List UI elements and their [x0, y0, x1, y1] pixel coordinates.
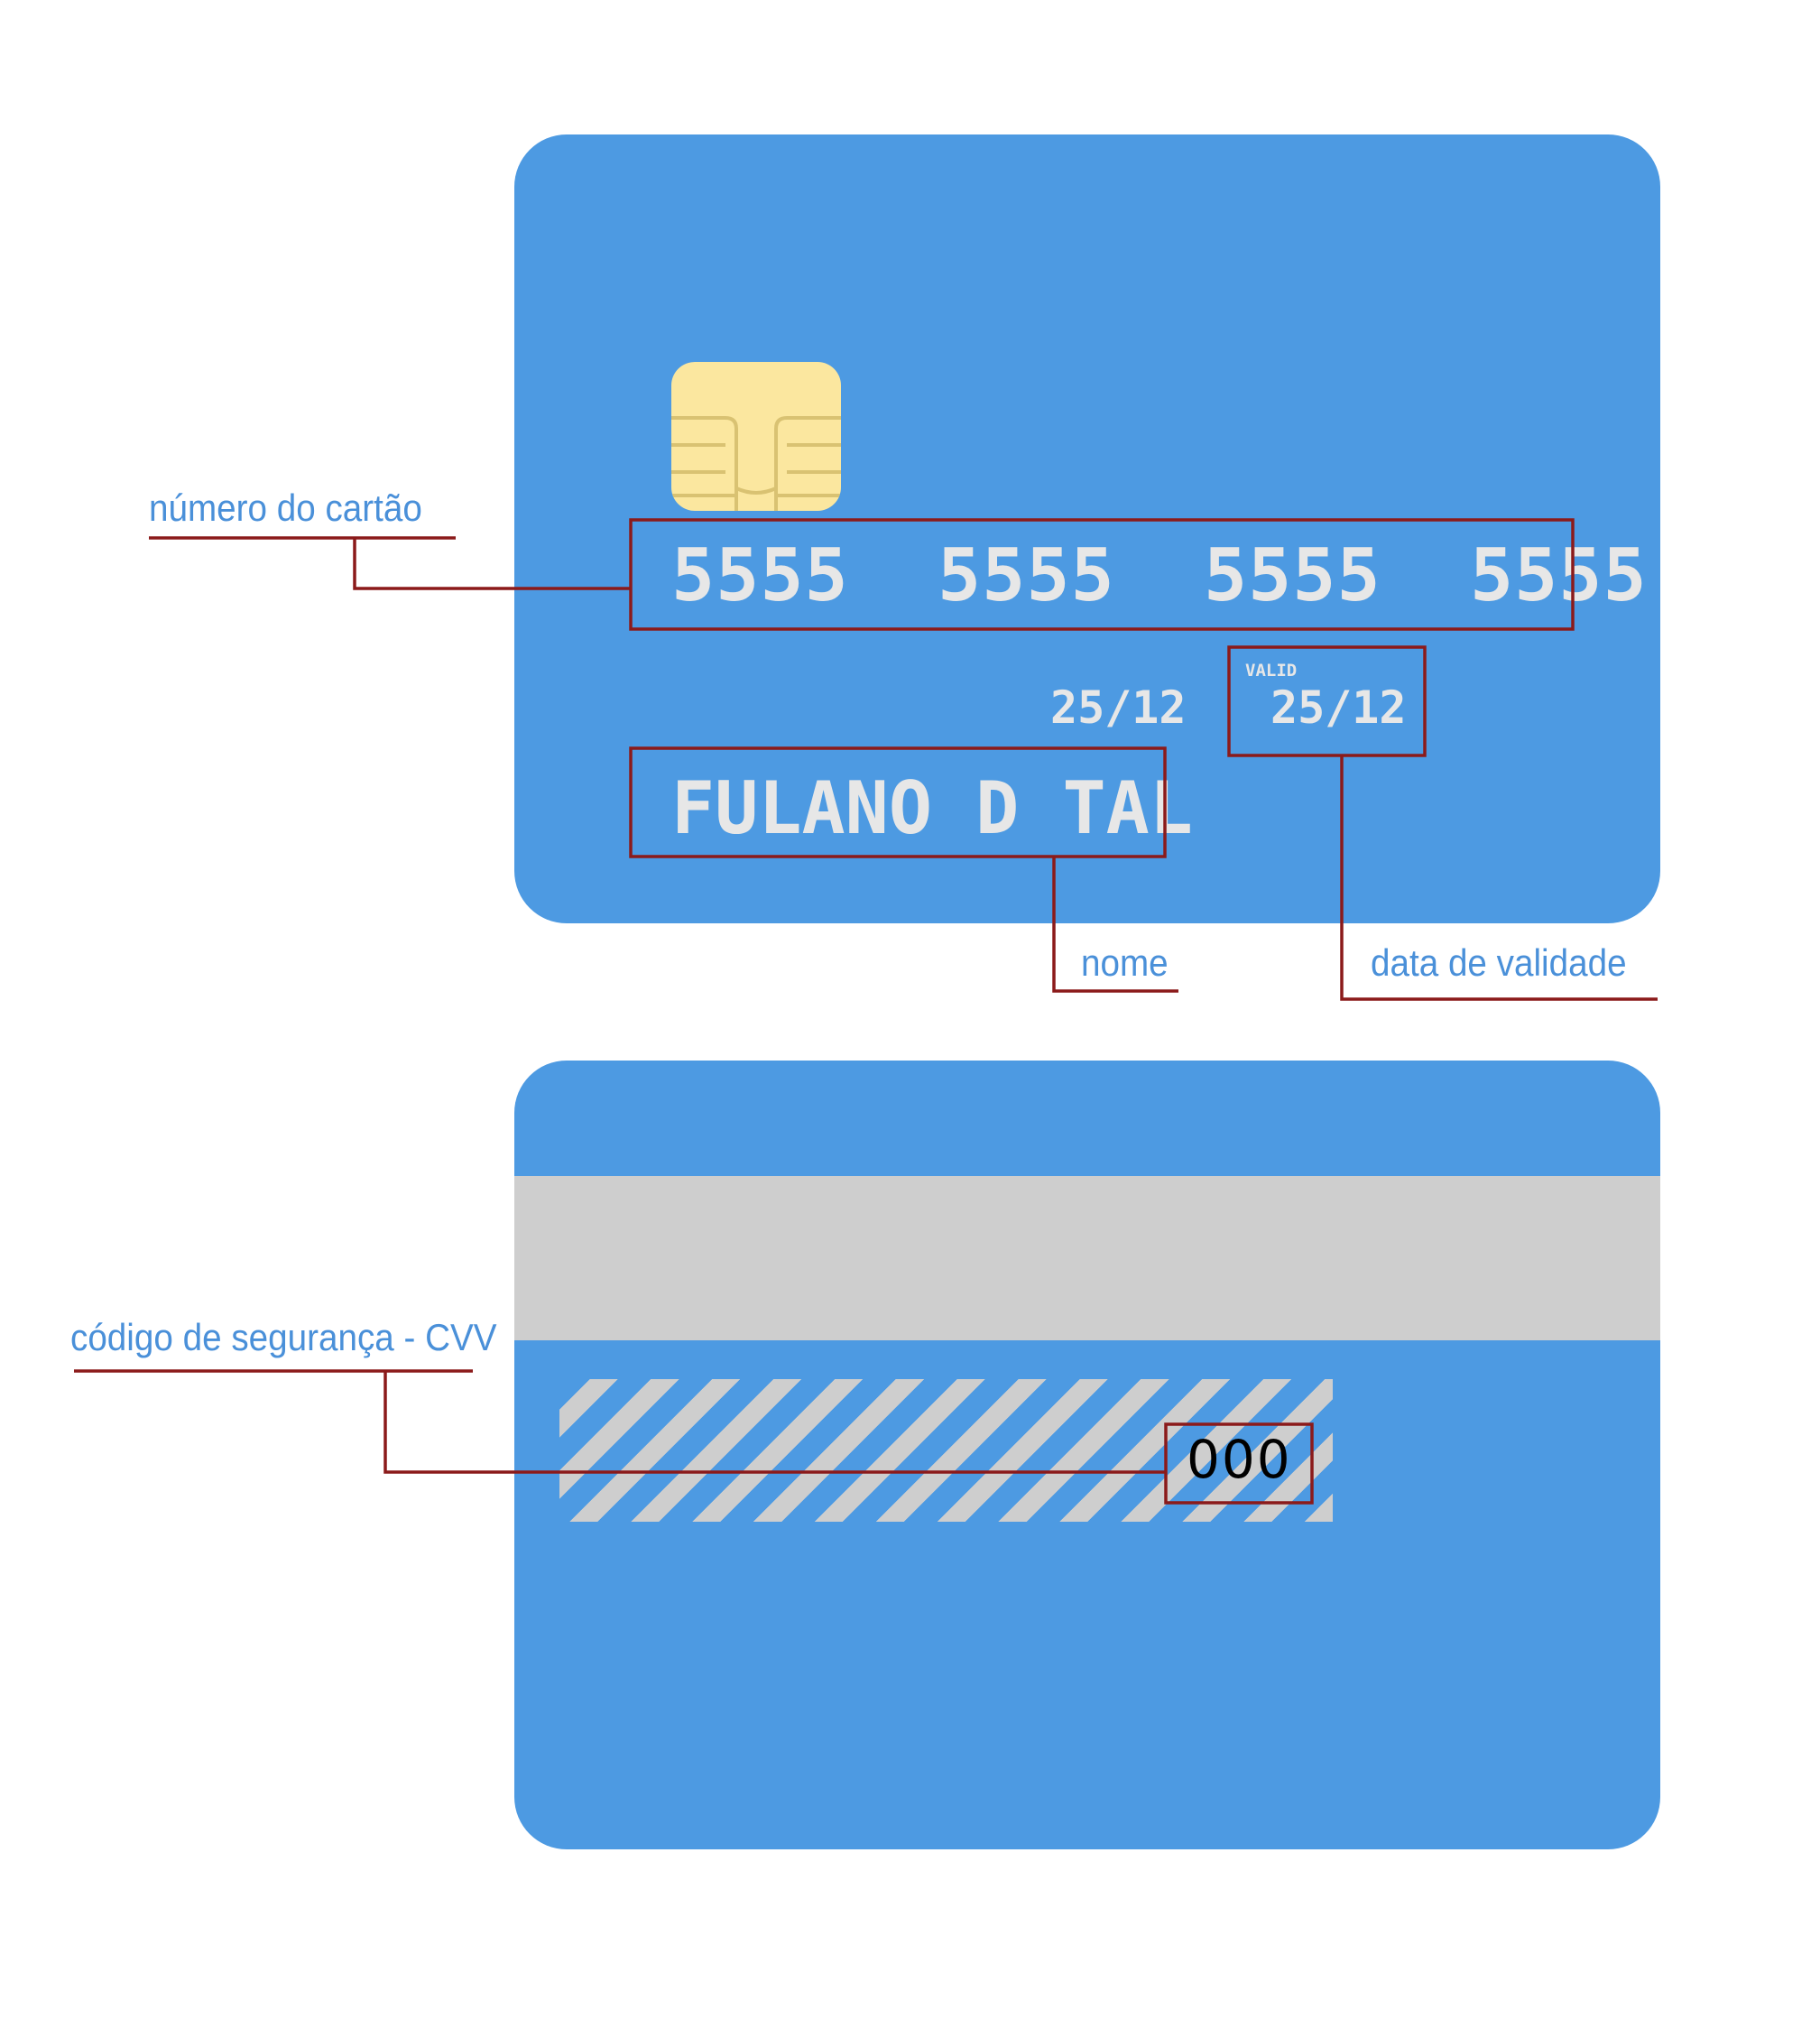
label-name: nome: [1081, 941, 1169, 984]
chip-icon: [671, 362, 841, 511]
magnetic-stripe: [514, 1176, 1660, 1340]
cvv-code: 000: [1187, 1429, 1292, 1490]
signature-panel: [559, 1379, 1333, 1522]
label-cvv: código de segurança - CVV: [70, 1316, 497, 1358]
card-front: 5555 5555 5555 5555 25/12 VALID 25/12 FU…: [514, 134, 1660, 923]
expiry-leader: [1340, 755, 1658, 1001]
cvv-highlight-box: [1164, 1422, 1314, 1505]
issue-date: 25/12: [1050, 681, 1187, 734]
expiry-highlight-box: [1227, 645, 1427, 757]
label-card-number: número do cartão: [149, 486, 422, 529]
name-leader: [1052, 857, 1178, 993]
card-back: 000: [514, 1061, 1660, 1849]
cardholder-name: FULANO D TAL: [671, 766, 1193, 850]
chip-contacts: [671, 416, 841, 511]
card-number-leader: [353, 538, 631, 590]
valid-label: VALID: [1245, 661, 1298, 681]
card-number: 5555 5555 5555 5555: [671, 533, 1648, 617]
name-highlight-box: [629, 746, 1167, 858]
cvv-leader: [383, 1371, 1166, 1474]
expiry-date: 25/12: [1270, 681, 1407, 734]
label-expiry-date: data de validade: [1371, 941, 1627, 984]
card-number-highlight-box: [629, 518, 1575, 631]
